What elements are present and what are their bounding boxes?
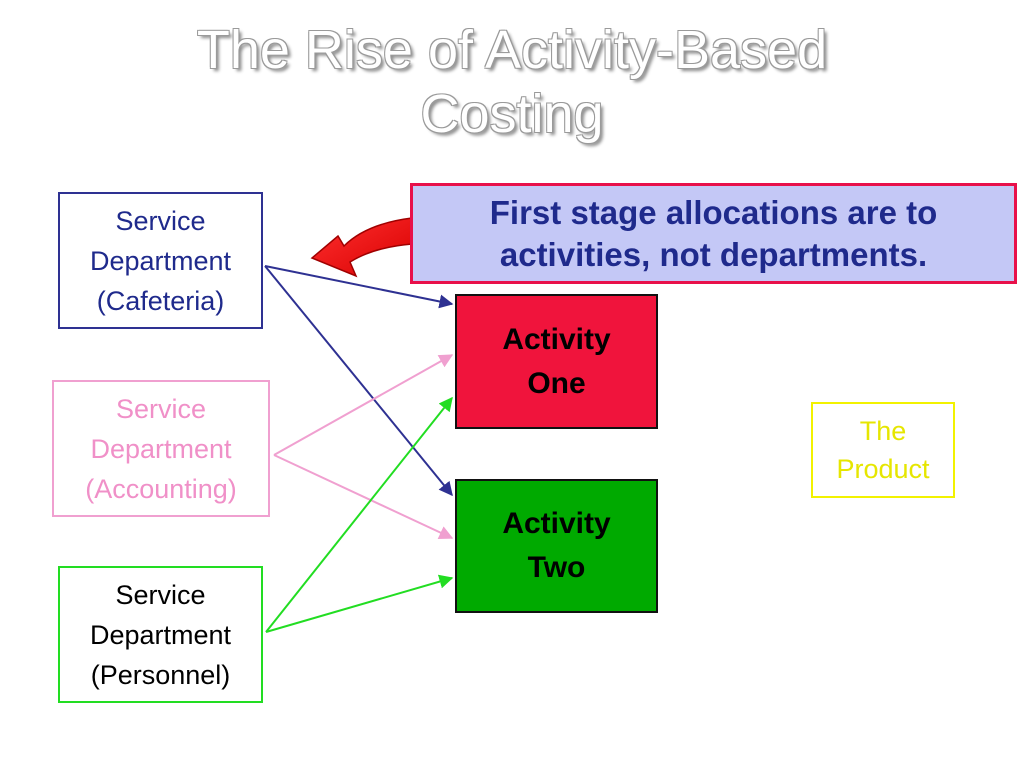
activity-one-box: Activity One xyxy=(455,294,658,429)
service-department-accounting: Service Department (Accounting) xyxy=(52,380,270,517)
service-department-personnel: Service Department (Personnel) xyxy=(58,566,263,703)
service-department-label: Department xyxy=(89,619,232,650)
service-department-label: Service xyxy=(115,205,206,236)
arrow-accounting-to-activity-two xyxy=(273,454,454,540)
curved-pointer-arrow xyxy=(310,217,413,278)
product-label: The xyxy=(859,416,907,446)
arrow-personnel-to-activity-one xyxy=(265,396,453,633)
activity-label: Activity xyxy=(502,322,611,356)
slide-title: The Rise of Activity-Based Costing xyxy=(0,18,1024,146)
service-department-name: (Accounting) xyxy=(85,473,237,504)
product-label: Product xyxy=(836,454,930,484)
service-department-label: Service xyxy=(115,579,206,610)
arrow-cafeteria-to-activity-one xyxy=(264,265,454,309)
callout-text-line-1: First stage allocations are to xyxy=(489,193,938,231)
arrow-personnel-to-activity-two xyxy=(265,574,454,633)
slide-title-line-2: Costing xyxy=(420,84,604,144)
service-department-label: Service xyxy=(115,393,207,424)
activity-label: Activity xyxy=(502,507,611,540)
service-department-name: (Cafeteria) xyxy=(96,285,225,316)
callout-text-line-2: activities, not departments. xyxy=(499,235,928,273)
service-department-cafeteria: Service Department (Cafeteria) xyxy=(58,192,263,329)
service-department-label: Department xyxy=(89,245,232,276)
arrow-cafeteria-to-activity-two xyxy=(264,265,453,497)
service-department-label: Department xyxy=(90,433,232,464)
activity-number: One xyxy=(527,366,586,400)
arrow-accounting-to-activity-one xyxy=(273,354,454,456)
slide-title-line-1: The Rise of Activity-Based xyxy=(196,20,828,80)
callout-box: First stage allocations are to activitie… xyxy=(410,183,1017,284)
service-department-name: (Personnel) xyxy=(90,659,231,690)
activity-number: Two xyxy=(527,551,586,584)
product-box: The Product xyxy=(811,402,955,498)
activity-two-box: Activity Two xyxy=(455,479,658,613)
